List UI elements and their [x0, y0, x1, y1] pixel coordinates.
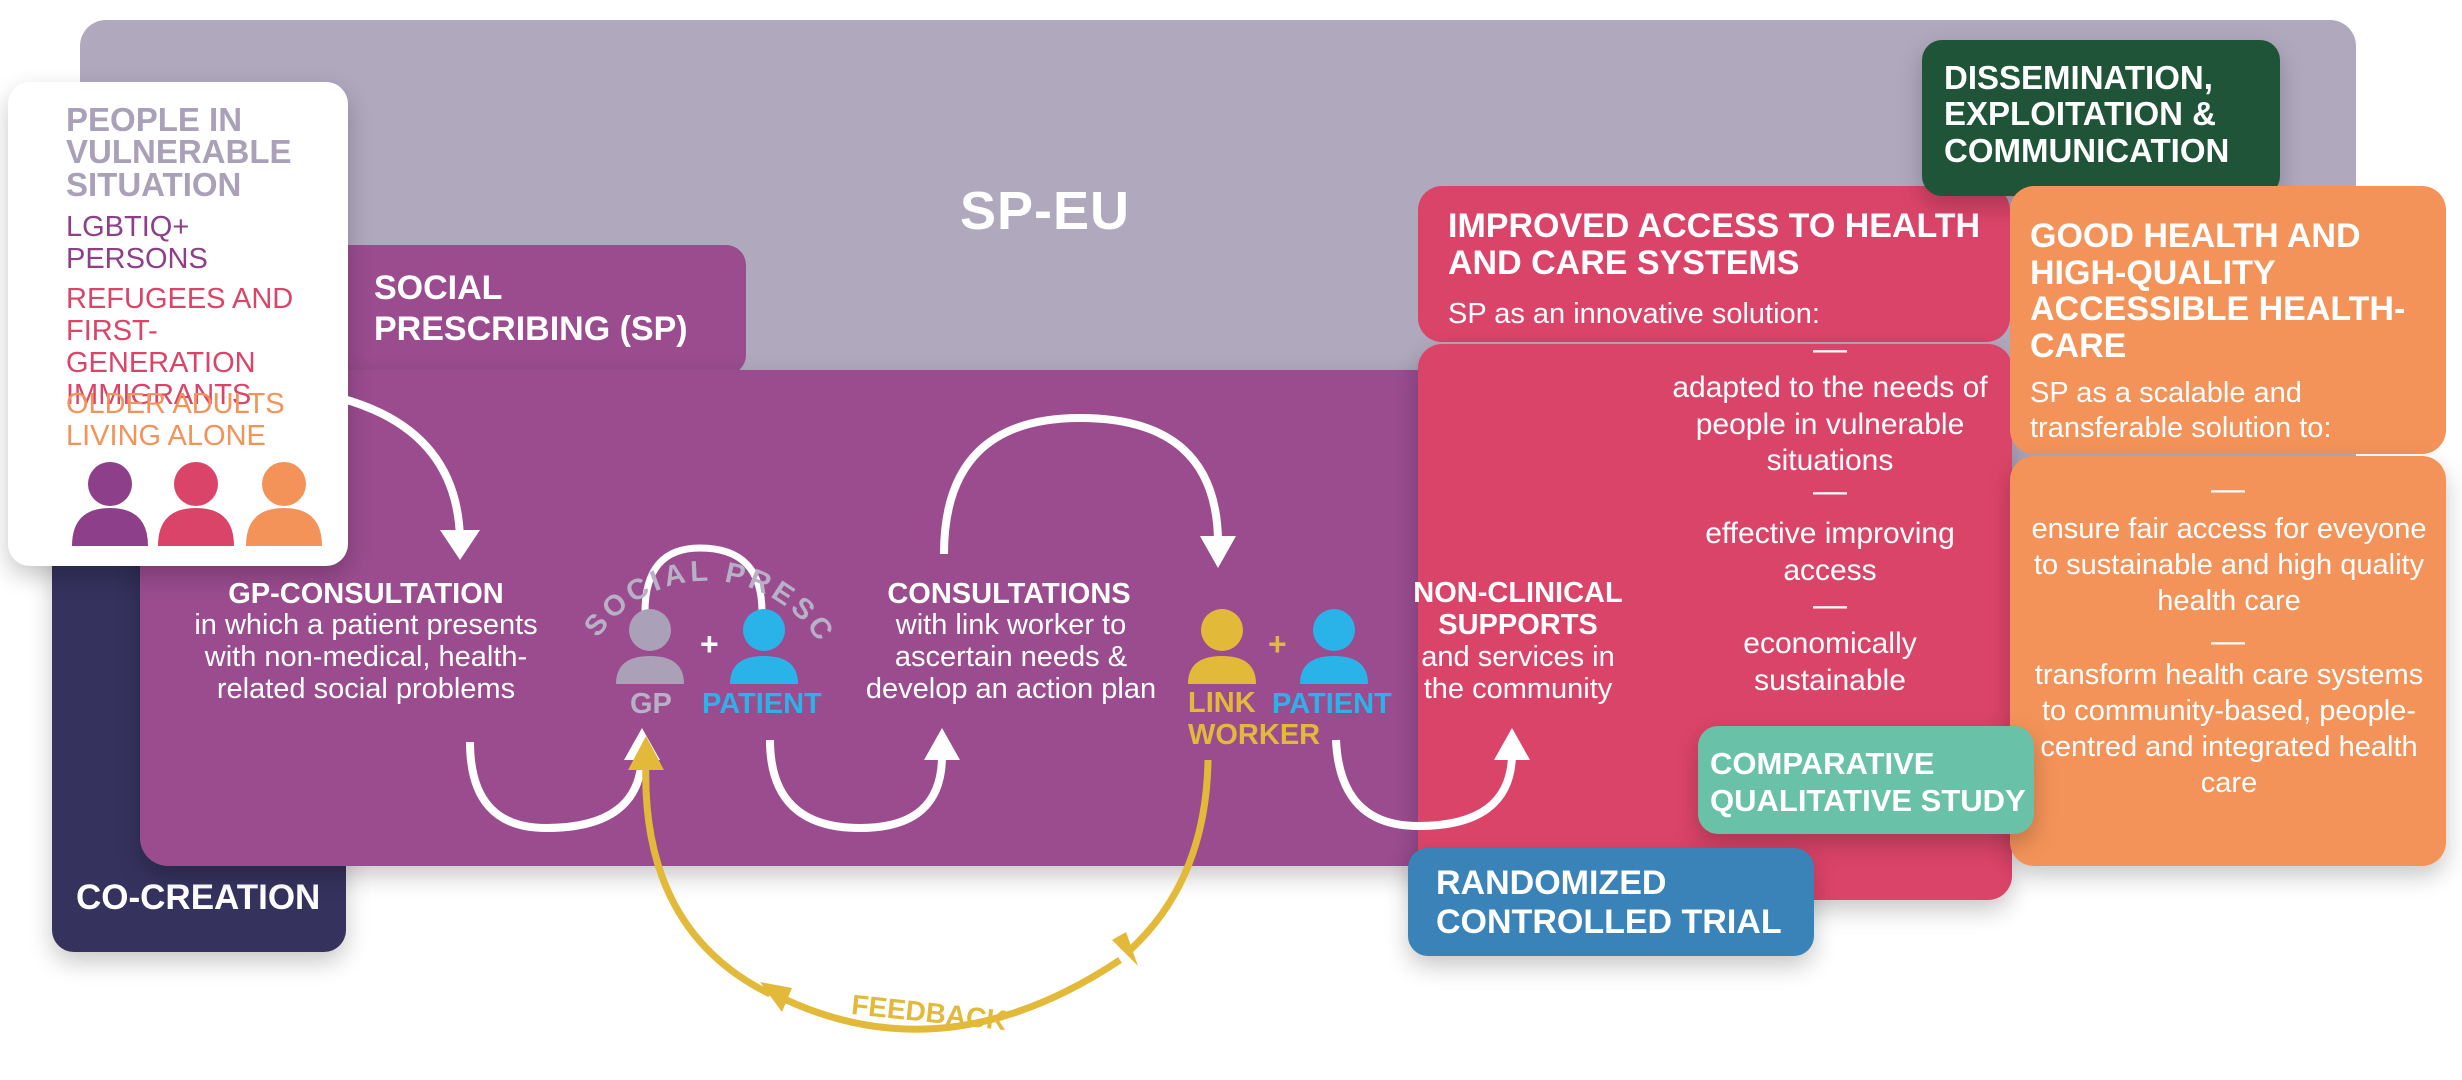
patient-label-2: PATIENT: [1272, 688, 1392, 720]
vulnerable-group-refugees: REFUGEES AND FIRST-GENERATION IMMIGRANTS: [66, 283, 294, 411]
link-worker-label: LINK WORKER: [1188, 687, 1321, 751]
dissemination-box: [1922, 40, 2280, 196]
improved-access-item-3: economically sustainable: [1743, 627, 1917, 697]
improved-access-item-2: effective improving access: [1705, 517, 1955, 587]
rct-label: RANDOMIZED CONTROLLED TRIAL: [1436, 864, 1782, 942]
good-health-header: [2010, 186, 2446, 454]
social-prescribing-tab: [300, 245, 746, 375]
divider-5: —: [2211, 622, 2245, 660]
vulnerable-group-lgbtiq: LGBTIQ+ PERSONS: [66, 211, 208, 275]
sp-eu-title: SP-EU: [960, 181, 1131, 241]
gp-plus: +: [700, 626, 719, 662]
improved-access-subtitle: SP as an innovative solution:: [1448, 298, 1820, 330]
link-plus: +: [1268, 626, 1287, 662]
good-health-subtitle: SP as a scalable and transferable soluti…: [2030, 377, 2332, 445]
non-clinical-body: and services in the community: [1421, 641, 1615, 705]
feedback-label: FEEDBACK: [850, 989, 1008, 1036]
comparative-study-label: COMPARATIVE QUALITATIVE STUDY: [1710, 746, 2026, 818]
divider-3: —: [1813, 586, 1847, 624]
improved-access-title: IMPROVED ACCESS TO HEALTH AND CARE SYSTE…: [1448, 207, 1981, 282]
improved-access-item-1: adapted to the needs of people in vulner…: [1672, 371, 1988, 478]
divider-2: —: [1813, 472, 1847, 510]
patient-label-1: PATIENT: [702, 688, 822, 720]
good-health-title: GOOD HEALTH AND HIGH-QUALITY ACCESSIBLE …: [2030, 217, 2406, 366]
good-health-item-1: ensure fair access for eveyone to sustai…: [2031, 513, 2427, 617]
vulnerable-title: PEOPLE IN VULNERABLE SITUATION: [66, 101, 292, 203]
divider-1: —: [1813, 330, 1847, 368]
vulnerable-group-older: OLDER ADULTS LIVING ALONE: [66, 388, 285, 452]
consultations-title: CONSULTATIONS: [887, 578, 1131, 610]
good-health-item-2: transform health care systems to communi…: [2034, 659, 2424, 799]
comparative-study-box: [1698, 726, 2034, 834]
co-creation-label: CO-CREATION: [76, 878, 321, 917]
dissemination-title: DISSEMINATION, EXPLOITATION & COMMUNICAT…: [1944, 59, 2230, 169]
gp-consultation-title: GP-CONSULTATION: [228, 578, 504, 610]
divider-4: —: [2211, 470, 2245, 508]
non-clinical-title: NON-CLINICAL SUPPORTS: [1413, 577, 1623, 641]
rct-box: [1408, 848, 1814, 956]
gp-label: GP: [630, 688, 672, 720]
social-prescribing-title: SOCIAL PRESCRIBING (SP): [374, 269, 688, 349]
gp-consultation-body: in which a patient presents with non-med…: [194, 609, 538, 705]
improved-access-header: [1418, 186, 2010, 342]
good-health-body: [2010, 456, 2446, 866]
consultations-body: with link worker to ascertain needs & de…: [865, 609, 1157, 705]
